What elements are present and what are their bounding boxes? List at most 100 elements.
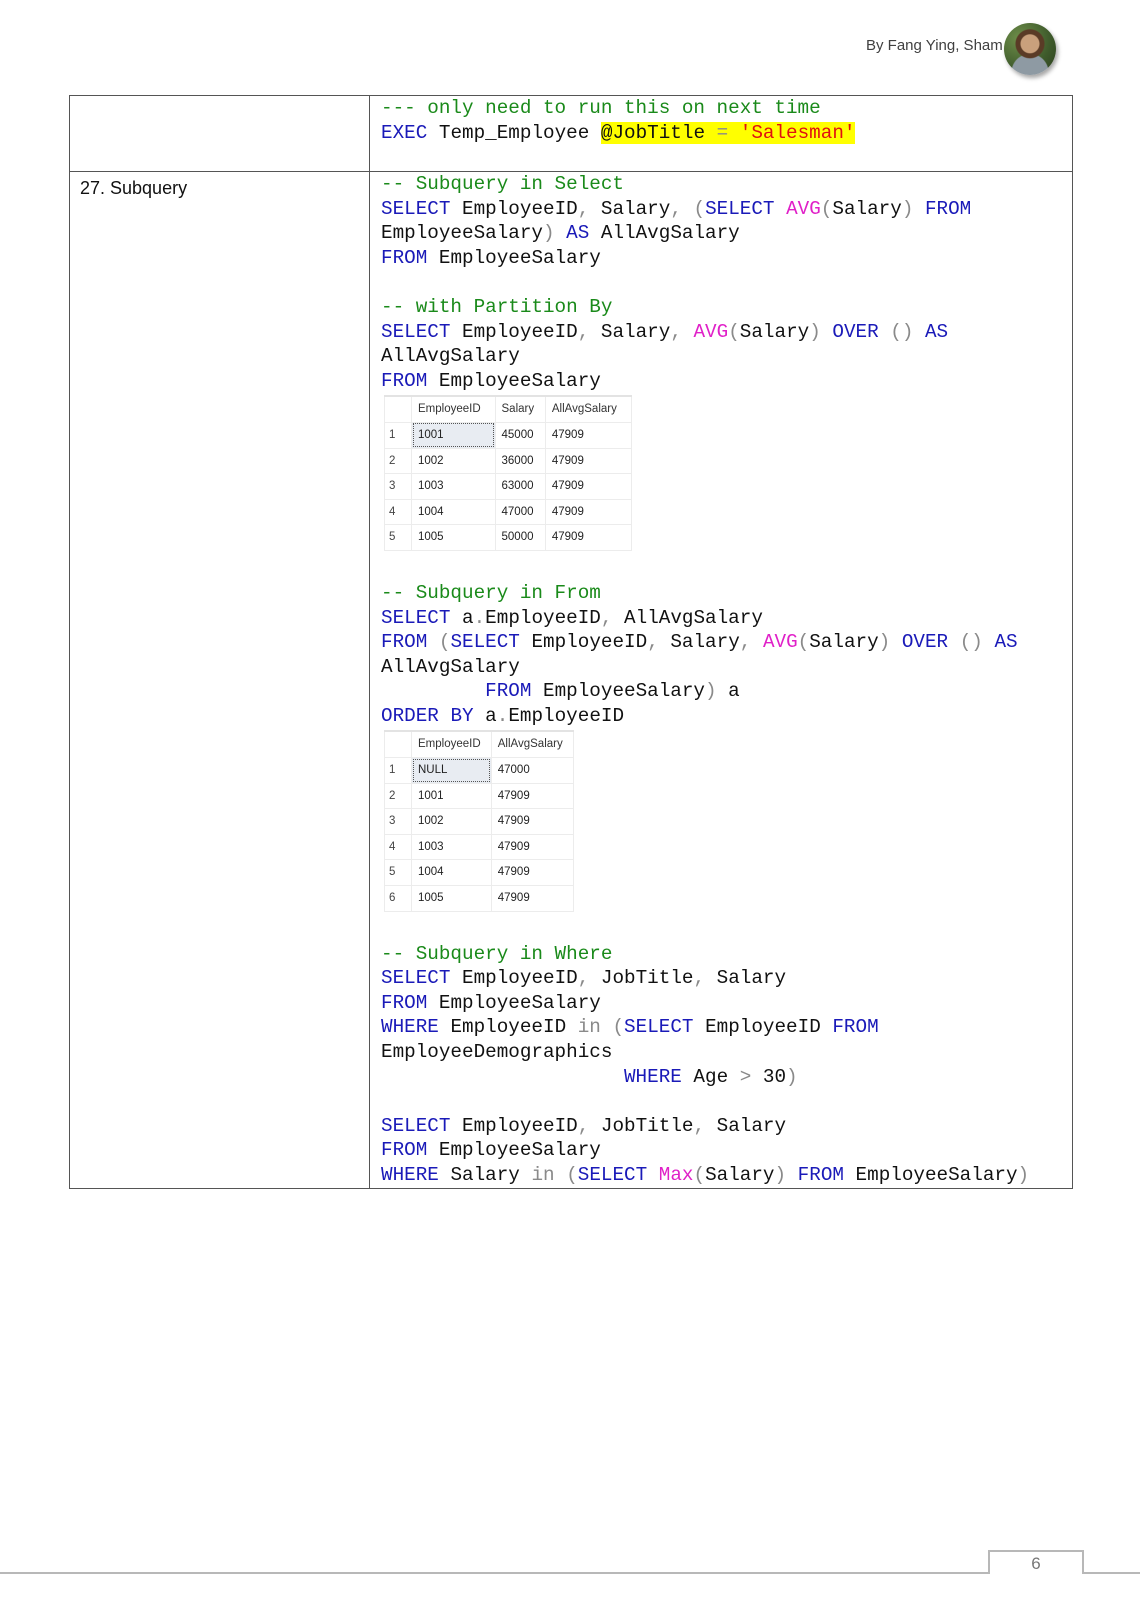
row-number: 1 (384, 421, 412, 449)
keyword: FROM (381, 991, 428, 1014)
identifier: EmployeeSalary (438, 369, 601, 392)
grid-cell[interactable]: 47000 (490, 757, 575, 784)
keyword: SELECT (381, 967, 451, 990)
function: AVG (693, 320, 729, 343)
keyword: AS (924, 320, 949, 343)
identifier: EmployeeID (462, 320, 578, 343)
grid-header: Salary (494, 395, 546, 423)
grid-cell[interactable]: 47909 (490, 833, 575, 861)
identifier: AllAvgSalary (381, 655, 520, 678)
topic-label (70, 96, 369, 102)
grid-header: AllAvgSalary (544, 395, 633, 423)
operator: , (577, 967, 590, 990)
grid-cell[interactable]: 47909 (490, 885, 575, 912)
grid-cell[interactable]: 50000 (494, 524, 546, 551)
grid-cell[interactable]: 47909 (544, 473, 633, 500)
author-byline: By Fang Ying, Sham (866, 37, 1003, 54)
row-number: 2 (384, 782, 412, 810)
page-number: 6 (1031, 1554, 1041, 1573)
identifier: EmployeeSalary (855, 1163, 1018, 1186)
operator: , (647, 631, 659, 654)
keyword: OVER (901, 631, 949, 654)
grid-cell[interactable]: 47000 (494, 498, 546, 526)
row-number: 5 (384, 524, 412, 551)
grid-header (384, 730, 412, 759)
identifier: EmployeeID (485, 606, 601, 629)
grid-cell[interactable]: 36000 (494, 447, 546, 475)
operator: > (739, 1065, 752, 1088)
row-number: 4 (384, 498, 412, 526)
keyword: SELECT (705, 197, 775, 220)
code-comment: -- with Partition By (381, 295, 613, 318)
identifier: a (728, 680, 740, 703)
grid-cell[interactable]: 47909 (490, 859, 575, 887)
operator: ( (693, 197, 706, 220)
operator: , (693, 1114, 706, 1137)
indent (381, 680, 485, 702)
identifier: Salary (832, 197, 902, 220)
grid-cell[interactable]: 1002 (411, 447, 496, 475)
grid-cell[interactable]: 63000 (494, 473, 546, 500)
identifier: a (485, 704, 497, 727)
grid-header: AllAvgSalary (490, 730, 575, 759)
grid-cell[interactable]: 47909 (544, 498, 633, 526)
code-comment: -- Subquery in Where (381, 942, 613, 965)
keyword: WHERE (381, 1163, 439, 1186)
operator: ) (809, 320, 821, 343)
identifier: EmployeeDemographics (381, 1041, 613, 1063)
grid-cell[interactable]: 47909 (544, 421, 633, 449)
topic-cell: 27. Subquery (69, 171, 370, 1189)
keyword: SELECT (577, 1163, 648, 1186)
keyword: FROM (832, 1016, 879, 1039)
operator: , (670, 320, 682, 343)
keyword: FROM (797, 1163, 844, 1186)
keyword: WHERE (623, 1065, 682, 1088)
grid-cell[interactable]: 47909 (544, 524, 633, 551)
identifier: EmployeeID (705, 1016, 821, 1039)
identifier: EmployeeSalary (438, 246, 601, 269)
grid-cell[interactable]: 1004 (411, 498, 496, 526)
grid-cell[interactable]: 1005 (411, 524, 496, 551)
grid-cell[interactable]: NULL (411, 757, 492, 784)
operator: ) (786, 1065, 798, 1088)
author-avatar-icon (1004, 23, 1056, 75)
topic-label: 27. Subquery (80, 178, 188, 198)
identifier: a (462, 606, 474, 629)
operator: . (496, 704, 509, 727)
grid-cell[interactable]: 1001 (411, 421, 496, 449)
grid-cell[interactable]: 1004 (411, 859, 492, 887)
grid-cell[interactable]: 1001 (411, 782, 492, 810)
function: Max (658, 1163, 694, 1186)
operator: ( (728, 320, 740, 343)
code-comment: -- Subquery in Select (381, 173, 624, 195)
keyword: FROM (381, 1139, 428, 1162)
grid-cell[interactable]: 47909 (544, 447, 633, 475)
grid-cell[interactable]: 45000 (494, 421, 546, 449)
row-number: 5 (384, 859, 412, 887)
grid-cell[interactable]: 1003 (411, 833, 492, 861)
parameter-name: @JobTitle (600, 121, 706, 144)
operator: ) (543, 222, 555, 245)
identifier: EmployeeSalary (438, 1139, 601, 1162)
grid-cell[interactable]: 47909 (490, 782, 575, 810)
grid-cell[interactable]: 47909 (490, 808, 575, 835)
keyword: SELECT (381, 320, 451, 343)
grid-cell[interactable]: 1003 (411, 473, 496, 500)
operator: () (959, 631, 983, 654)
operator: () (890, 320, 914, 343)
identifier: Salary (705, 1163, 775, 1186)
grid-cell[interactable]: 1002 (411, 808, 492, 835)
grid-cell[interactable]: 1005 (411, 885, 492, 912)
keyword: WHERE (381, 1016, 439, 1039)
